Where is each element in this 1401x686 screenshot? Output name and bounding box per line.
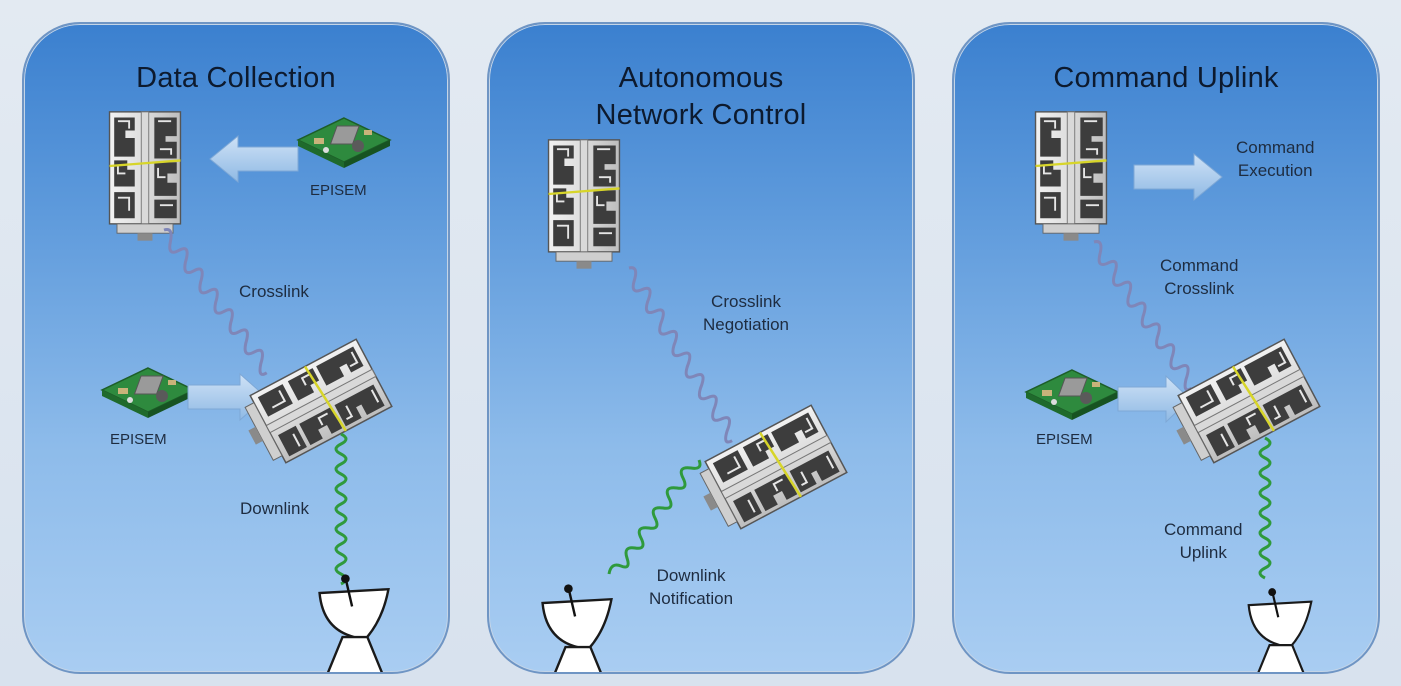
- episem-label: EPISEM: [110, 431, 167, 448]
- downlink-wave-icon: [334, 432, 348, 586]
- left-arrow-icon: [209, 134, 299, 184]
- panel-title-line: Command Uplink: [1053, 62, 1279, 94]
- crosslink-negotiation-label: Crosslink Negotiation: [703, 290, 789, 336]
- panel-title: Command Uplink: [954, 60, 1378, 97]
- panel-title: Autonomous Network Control: [489, 60, 913, 134]
- ground-station-dish-icon: [318, 573, 390, 672]
- crosslink-wave-icon: [628, 266, 733, 444]
- label-line: Execution: [1237, 161, 1313, 180]
- ground-station-dish-icon: [541, 583, 613, 672]
- label-line: Command: [1236, 138, 1315, 157]
- panel-title-line: Autonomous: [618, 62, 784, 94]
- circuit-board-icon: [101, 367, 195, 419]
- command-execution-label: Command Execution: [1236, 136, 1314, 182]
- right-arrow-icon: [1117, 374, 1191, 424]
- satellite-tilted-icon: [233, 338, 394, 473]
- panel-title-line: Network Control: [595, 99, 807, 131]
- panel-data-collection: Data Collection EPISEM Crosslink EPISEM: [22, 22, 450, 674]
- label-line: Crosslink: [1164, 279, 1235, 298]
- satellite-tilted-icon: [688, 404, 849, 539]
- satellite-upright-icon: [547, 138, 621, 270]
- ground-station-dish-icon: [1247, 587, 1313, 672]
- crosslink-wave-icon: [1093, 240, 1193, 392]
- episem-label: EPISEM: [1036, 431, 1093, 448]
- episem-label: EPISEM: [310, 182, 367, 199]
- satellite-tilted-icon: [1161, 338, 1322, 473]
- satellite-upright-icon: [1034, 110, 1108, 242]
- panel-title: Data Collection: [24, 60, 448, 97]
- downlink-notification-label: Downlink Notification: [649, 564, 733, 610]
- circuit-board-icon: [1025, 369, 1119, 421]
- panel-title-line: Data Collection: [136, 62, 336, 94]
- command-crosslink-label: Command Crosslink: [1160, 254, 1238, 300]
- circuit-board-icon: [297, 117, 391, 169]
- label-line: Command: [1164, 520, 1243, 539]
- label-line: Negotiation: [703, 315, 790, 334]
- label-line: Crosslink: [711, 292, 781, 311]
- label-line: Uplink: [1179, 543, 1227, 562]
- crosslink-label: Crosslink: [239, 282, 309, 301]
- command-uplink-label: Command Uplink: [1164, 518, 1242, 564]
- label-line: Notification: [649, 589, 734, 608]
- label-line: Command: [1160, 256, 1239, 275]
- panel-command-uplink: Command Uplink Command Execution Command…: [952, 22, 1380, 674]
- uplink-wave-icon: [1258, 436, 1272, 580]
- label-line: Downlink: [656, 566, 726, 585]
- panel-autonomous-network-control: Autonomous Network Control Crosslink Neg…: [487, 22, 915, 674]
- right-arrow-icon: [1133, 152, 1223, 202]
- downlink-label: Downlink: [240, 499, 309, 518]
- crosslink-wave-icon: [163, 228, 268, 376]
- downlink-wave-icon: [607, 459, 702, 575]
